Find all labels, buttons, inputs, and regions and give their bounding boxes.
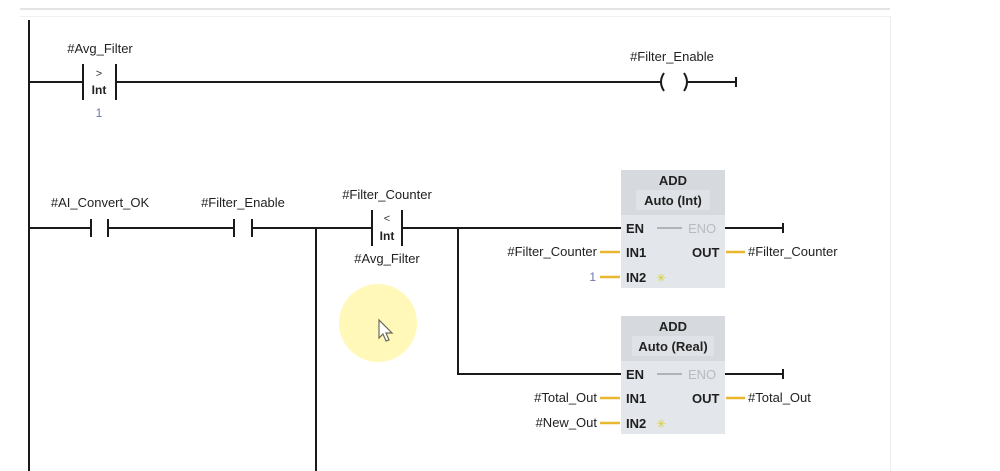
in2-operand[interactable]: #New_Out [536, 415, 598, 430]
datatype-selector[interactable] [636, 190, 710, 210]
pin-in1: IN1 [626, 245, 646, 260]
add-block-real[interactable]: ADD Auto (Real) EN ENO IN1 OUT IN2 ✳ #To… [534, 316, 811, 434]
block-datatype[interactable]: Auto (Real) [638, 339, 707, 354]
editor-top-border [20, 8, 890, 10]
pin-en: EN [626, 221, 644, 236]
network-1: #Avg_Filter > Int 1 #Filter_Enable [29, 41, 737, 120]
pin-in1: IN1 [626, 391, 646, 406]
pin-out: OUT [692, 245, 720, 260]
mouse-pointer-icon [378, 318, 394, 342]
out-operand[interactable]: #Total_Out [748, 390, 811, 405]
no-contact-ai-convert-ok[interactable]: #AI_Convert_OK [51, 195, 150, 237]
cursor [339, 284, 417, 362]
contact-operand[interactable]: #Filter_Enable [201, 195, 285, 210]
compare-operator: < [384, 213, 390, 225]
pin-in2: IN2 [626, 270, 646, 285]
datatype-selector[interactable] [632, 336, 714, 356]
block-datatype[interactable]: Auto (Int) [644, 193, 702, 208]
pin-en: EN [626, 367, 644, 382]
editor-top-border-inner [20, 16, 890, 17]
contact-operand-top[interactable]: #Filter_Counter [342, 187, 432, 202]
network-2: #AI_Convert_OK #Filter_Enable #Filter_Co… [29, 170, 838, 471]
pin-out: OUT [692, 391, 720, 406]
pin-eno: ENO [688, 367, 716, 382]
contact-operand-bottom[interactable]: 1 [96, 106, 103, 120]
in1-operand[interactable]: #Total_Out [534, 390, 597, 405]
editor-right-border [890, 16, 891, 471]
no-contact-filter-enable[interactable]: #Filter_Enable [201, 195, 285, 237]
cursor-highlight [339, 284, 417, 362]
coil-operand[interactable]: #Filter_Enable [630, 49, 714, 64]
output-coil[interactable]: #Filter_Enable [630, 49, 714, 92]
compare-contact-lt[interactable]: #Filter_Counter < Int #Avg_Filter [342, 187, 432, 266]
block-title: ADD [659, 173, 687, 188]
pin-in2: IN2 [626, 416, 646, 431]
in2-operand[interactable]: 1 [589, 270, 596, 284]
in1-operand[interactable]: #Filter_Counter [507, 244, 597, 259]
parallel-branch-wire [457, 228, 622, 375]
compare-datatype[interactable]: Int [380, 229, 395, 243]
contact-operand-top[interactable]: #Avg_Filter [67, 41, 133, 56]
add-block-int[interactable]: ADD Auto (Int) EN ENO IN1 OUT IN2 ✳ #Fil… [507, 170, 838, 288]
star-icon[interactable]: ✳ [656, 417, 666, 431]
star-icon[interactable]: ✳ [656, 271, 666, 285]
out-operand[interactable]: #Filter_Counter [748, 244, 838, 259]
compare-datatype[interactable]: Int [92, 83, 107, 97]
pin-eno: ENO [688, 221, 716, 236]
compare-contact-gt[interactable]: #Avg_Filter > Int 1 [67, 41, 133, 120]
coil-right-paren [683, 72, 688, 92]
coil-left-paren [660, 72, 665, 92]
contact-operand-bottom[interactable]: #Avg_Filter [354, 251, 420, 266]
contact-operand[interactable]: #AI_Convert_OK [51, 195, 150, 210]
block-title: ADD [659, 319, 687, 334]
compare-operator: > [96, 68, 102, 80]
